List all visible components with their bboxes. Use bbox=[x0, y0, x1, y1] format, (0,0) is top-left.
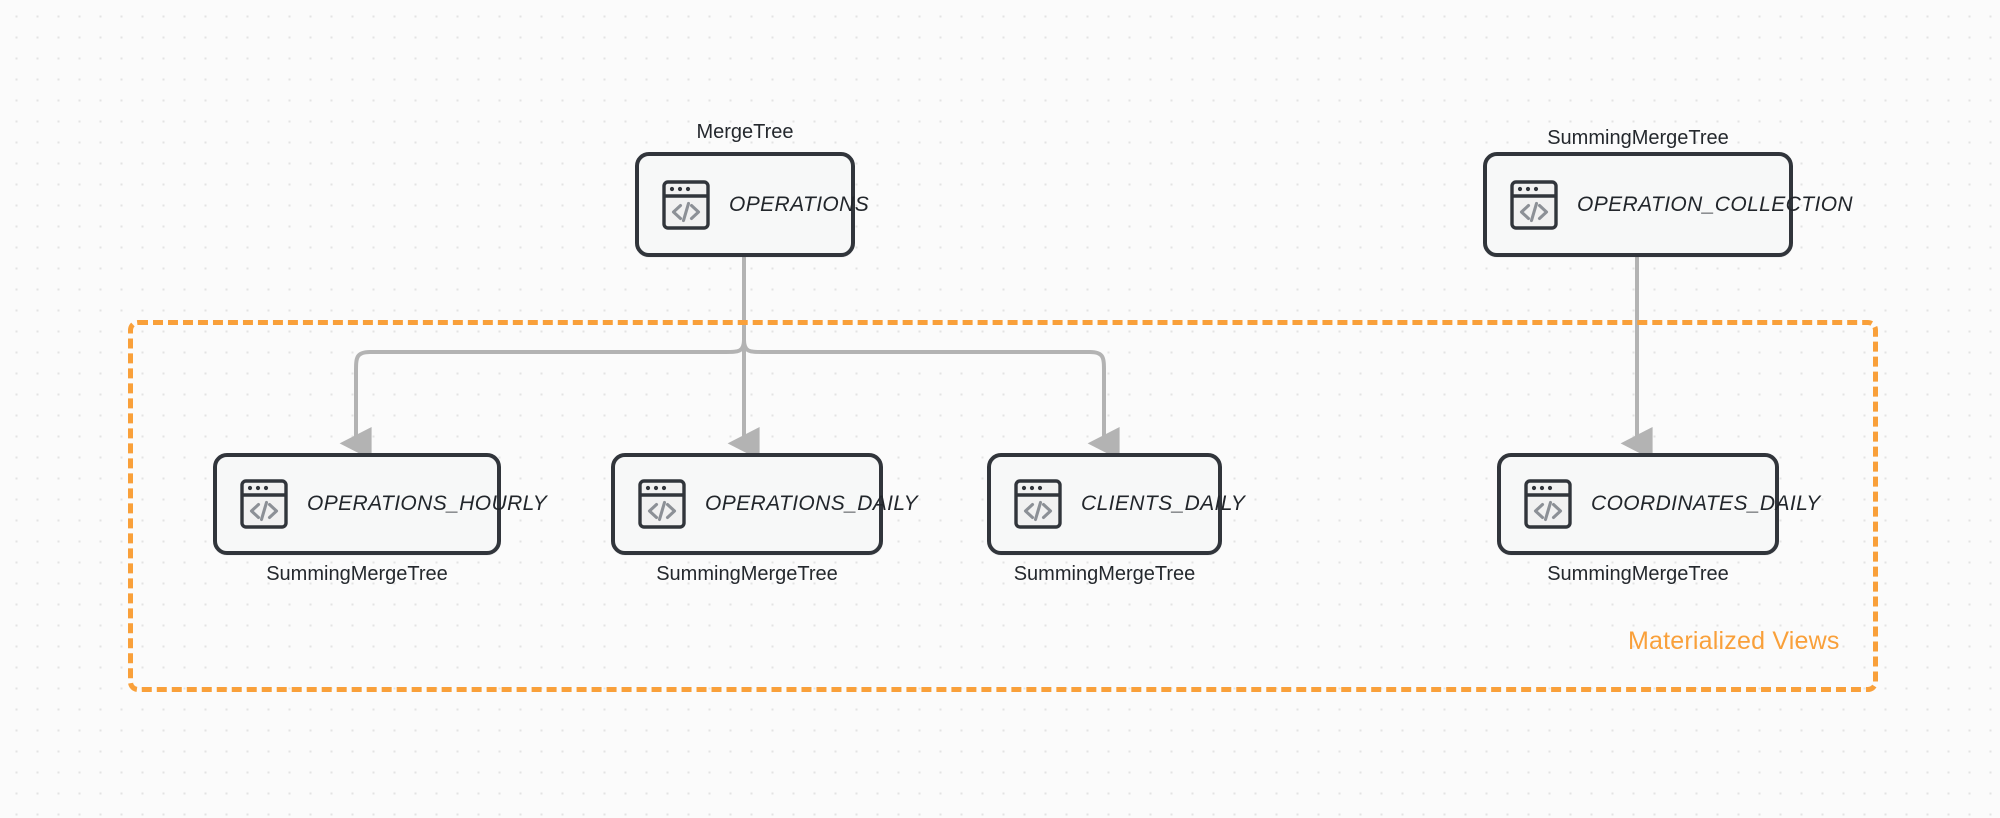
node-operations-hourly[interactable]: OPERATIONS_HOURLY bbox=[213, 453, 547, 555]
materialized-views-label: Materialized Views bbox=[1628, 627, 1840, 655]
code-window-icon bbox=[1013, 478, 1063, 530]
node-operations-daily[interactable]: OPERATIONS_DAILY bbox=[611, 453, 918, 555]
engine-label-operations-hourly: SummingMergeTree bbox=[266, 563, 448, 585]
code-window-icon bbox=[661, 179, 711, 231]
node-title-operations-hourly: OPERATIONS_HOURLY bbox=[307, 492, 548, 515]
code-window-icon bbox=[239, 478, 289, 530]
node-operations[interactable]: OPERATIONS bbox=[635, 152, 869, 257]
engine-label-operations: MergeTree bbox=[696, 121, 794, 143]
node-title-operations: OPERATIONS bbox=[729, 192, 870, 216]
node-title-coordinates-daily: COORDINATES_DAILY bbox=[1591, 492, 1821, 515]
node-operation-collection[interactable]: OPERATION_COLLECTION bbox=[1483, 152, 1853, 257]
node-title-operation-collection: OPERATION_COLLECTION bbox=[1577, 192, 1853, 216]
node-clients-daily[interactable]: CLIENTS_DAILY bbox=[987, 453, 1245, 555]
code-window-icon bbox=[1509, 179, 1559, 231]
code-window-icon bbox=[1523, 478, 1573, 530]
engine-label-coordinates-daily: SummingMergeTree bbox=[1547, 563, 1729, 585]
node-title-operations-daily: OPERATIONS_DAILY bbox=[705, 492, 918, 515]
node-coordinates-daily[interactable]: COORDINATES_DAILY bbox=[1497, 453, 1820, 555]
node-title-clients-daily: CLIENTS_DAILY bbox=[1081, 492, 1246, 515]
engine-label-clients-daily: SummingMergeTree bbox=[1013, 563, 1196, 585]
code-window-icon bbox=[637, 478, 687, 530]
engine-label-operations-daily: SummingMergeTree bbox=[656, 563, 838, 585]
engine-label-operation-collection: SummingMergeTree bbox=[1547, 127, 1729, 149]
materialized-views-group bbox=[128, 320, 1878, 692]
